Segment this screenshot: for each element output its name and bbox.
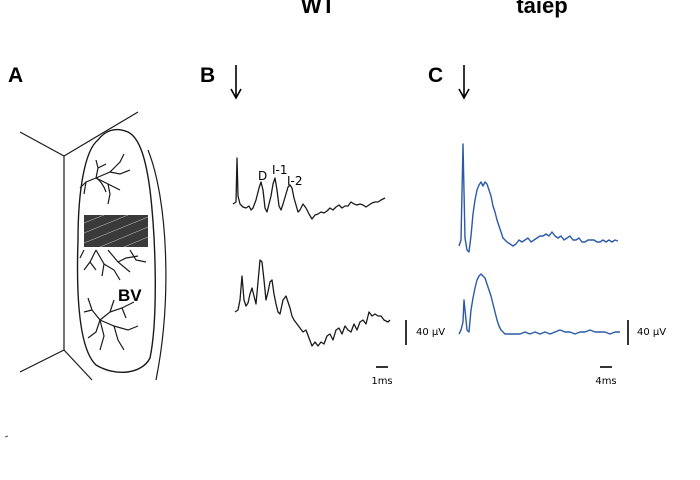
time-scale-label-b: 1ms — [371, 376, 392, 387]
stimulus-arrow-c — [458, 65, 470, 100]
section-outline — [76, 128, 156, 373]
structure-line — [19, 349, 65, 373]
peak-label-d: D — [258, 169, 267, 183]
wt-trace-lower — [234, 259, 391, 347]
panel-a-drawing — [19, 111, 167, 381]
neuron-lower — [83, 297, 139, 351]
wt-header: WT — [301, 0, 336, 18]
peak-label-i1: I-1 — [272, 163, 288, 177]
panel-c-traces — [458, 143, 620, 335]
panel-label-c: C — [428, 64, 443, 87]
time-scale-label-c: 4ms — [595, 376, 616, 387]
structure-curve — [147, 149, 167, 381]
neuron-upper — [79, 153, 131, 205]
stimulus-arrow-b — [230, 65, 242, 100]
structure-line — [63, 349, 93, 381]
taiep-trace-upper — [458, 143, 619, 253]
structure-line — [19, 131, 65, 157]
amplitude-scale-label-c: 40 µV — [637, 327, 666, 338]
taiep-trace-lower — [458, 273, 620, 335]
taiep-header: taiep — [516, 0, 567, 18]
panel-label-b: B — [200, 64, 215, 87]
panel-b-traces — [232, 157, 391, 347]
stray-mark — [4, 435, 9, 438]
neuron-middle — [79, 249, 147, 281]
bv-label: BV — [118, 286, 142, 305]
structure-line — [63, 111, 139, 157]
amplitude-scale-label-b: 40 µV — [416, 327, 445, 338]
blood-vessel-band — [83, 214, 149, 248]
peak-label-i2: I-2 — [287, 174, 303, 188]
panel-label-a: A — [8, 64, 23, 87]
wt-trace-upper — [232, 157, 386, 220]
